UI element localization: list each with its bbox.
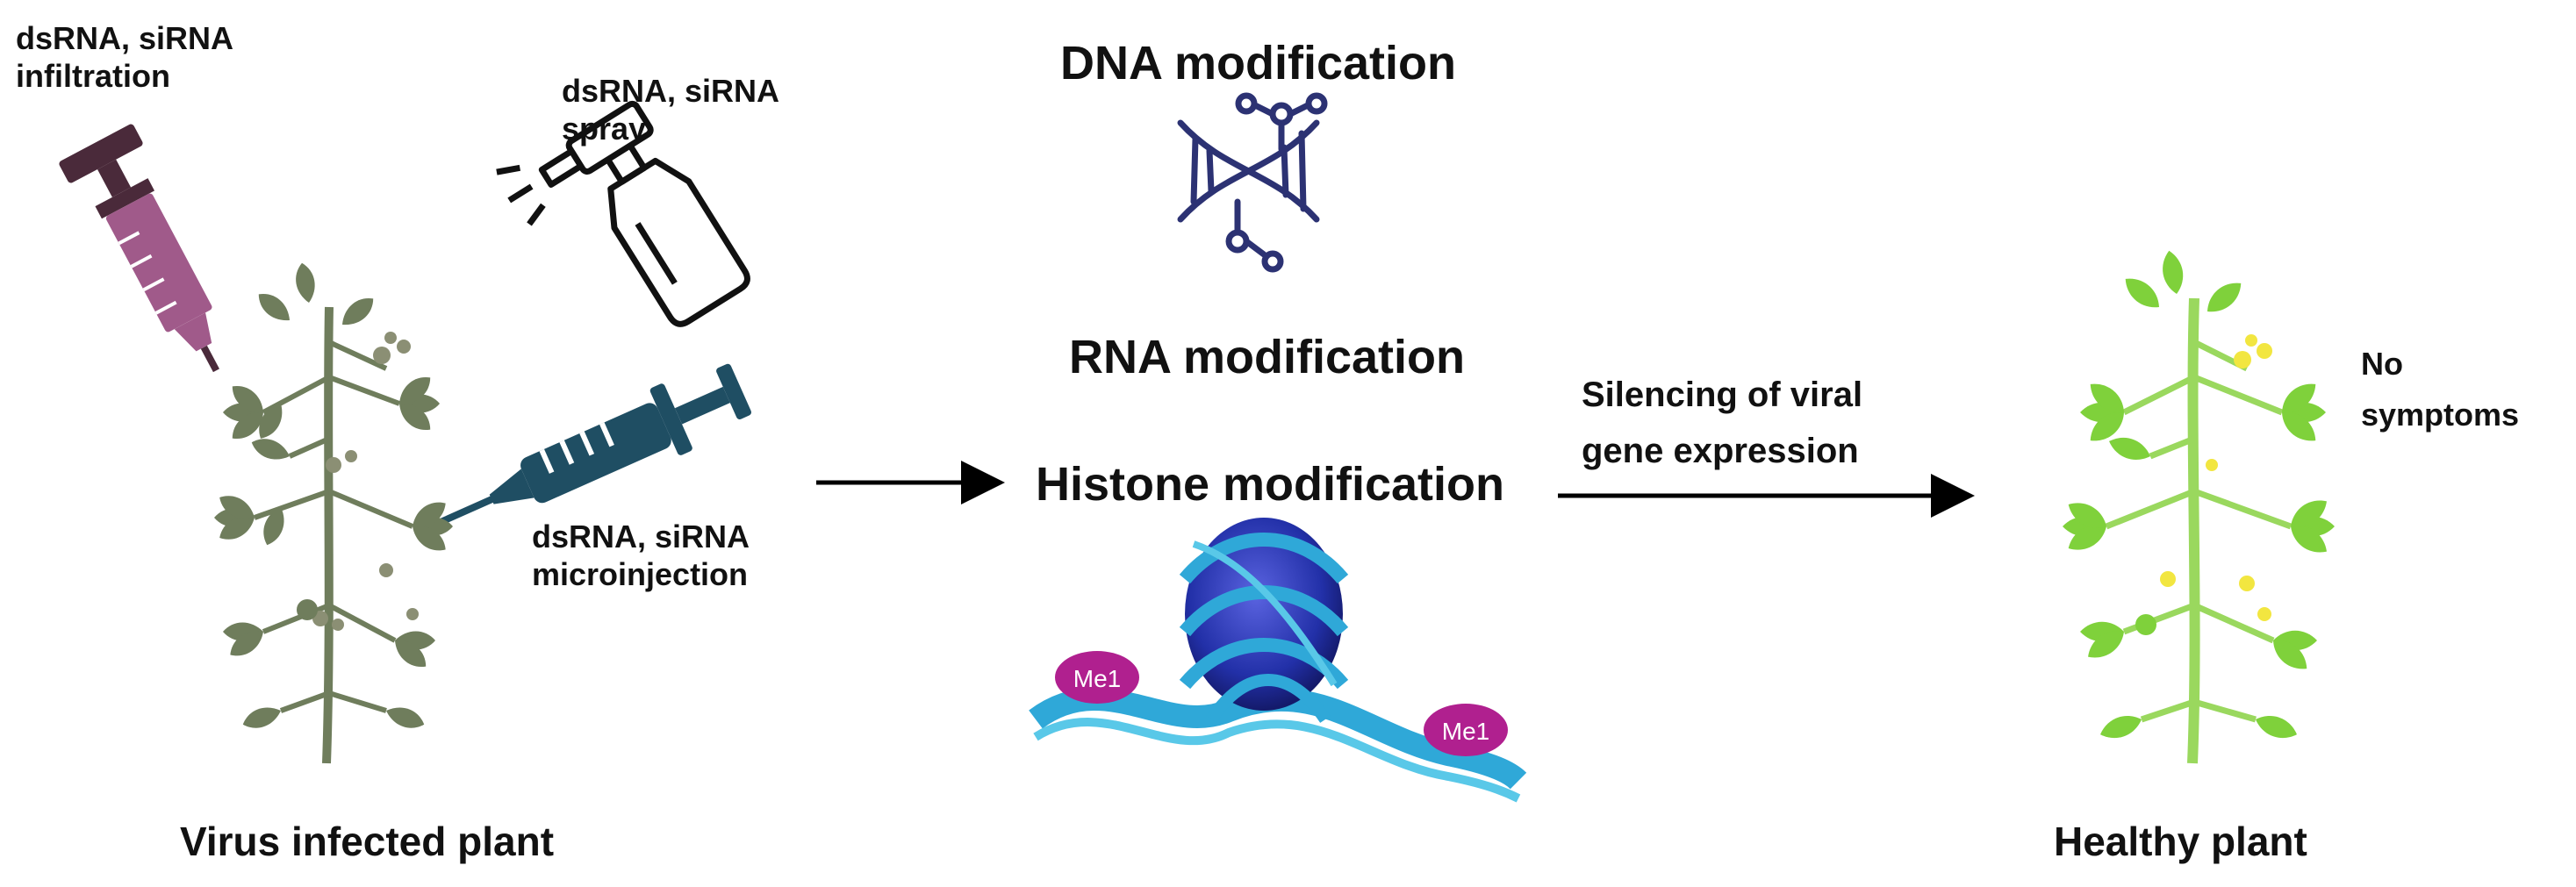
infiltration-label-line2: infiltration	[16, 58, 170, 95]
methyl-label-left: Me1	[1073, 665, 1121, 692]
silencing-label-line1: Silencing of viral	[1582, 376, 1863, 414]
microinjection-label: dsRNA, siRNA microinjection	[532, 518, 750, 593]
silencing-label-line2: gene expression	[1582, 432, 1859, 470]
infiltration-label: dsRNA, siRNA infiltration	[16, 19, 233, 95]
methyl-label-right: Me1	[1442, 718, 1489, 745]
microinjector-icon	[427, 363, 751, 530]
microinjection-label-line1: dsRNA, siRNA	[532, 519, 750, 554]
dna-modification-label: DNA modification	[1060, 37, 1456, 89]
dna-icon	[1177, 92, 1328, 273]
healthy-plant	[2063, 248, 2335, 764]
methyl-mark-right: Me1	[1424, 704, 1508, 756]
no-symptoms-label-line1: No	[2361, 346, 2403, 382]
infected-plant	[214, 261, 453, 764]
no-symptoms-label-line2: symptoms	[2361, 397, 2520, 433]
no-symptoms-label: No symptoms	[2361, 339, 2519, 440]
methyl-mark-left: Me1	[1055, 651, 1139, 704]
infiltration-label-line1: dsRNA, siRNA	[16, 20, 234, 56]
rna-modification-label: RNA modification	[1069, 331, 1465, 383]
nucleosome-illustration	[1029, 518, 1527, 803]
microinjection-label-line2: microinjection	[532, 556, 749, 593]
healthy-plant-label: Healthy plant	[2054, 819, 2307, 864]
silencing-label: Silencing of viral gene expression	[1582, 367, 1862, 479]
spray-bottle-icon	[496, 100, 750, 327]
spray-label-line1: dsRNA, siRNA	[562, 73, 780, 109]
syringe-icon	[59, 124, 219, 373]
infected-plant-label: Virus infected plant	[180, 819, 555, 864]
histone-modification-label: Histone modification	[1036, 458, 1505, 511]
